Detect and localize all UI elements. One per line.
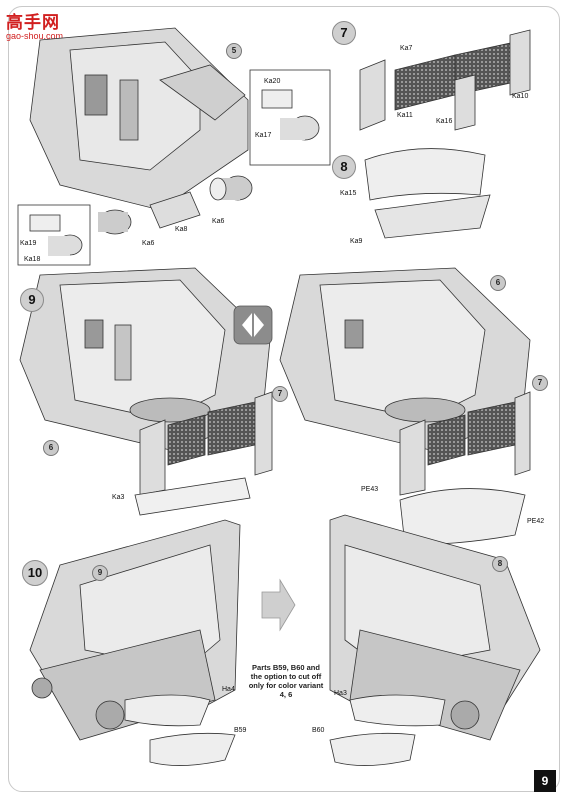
part-label-ka6-right: Ka6 <box>212 218 225 225</box>
page-number: 9 <box>534 770 556 792</box>
tank-step10-left-drawing <box>29 519 241 766</box>
callout-part-6-left: 6 <box>43 440 59 456</box>
part-label-ka17: Ka17 <box>255 132 272 139</box>
part-label-b60: B60 <box>312 727 325 734</box>
step-10-badge: 10 <box>22 560 48 586</box>
watermark-logo: 高手网 gao-shou.com <box>6 8 63 41</box>
callout-part-5: 5 <box>226 43 242 59</box>
tank-step10-right-drawing <box>329 514 541 766</box>
part-label-pe43: PE43 <box>361 486 379 493</box>
color-variant-note: Parts B59, B60 and the option to cut off… <box>248 663 324 699</box>
hull-step9-left-drawing <box>19 267 273 516</box>
arrow-right-icon <box>261 578 296 632</box>
part-label-ha4: Ha4 <box>222 686 235 693</box>
callout-part-9: 9 <box>92 565 108 581</box>
part-label-ka9: Ka9 <box>350 238 363 245</box>
part-label-ka19: Ka19 <box>20 240 37 247</box>
page-frame <box>8 6 560 792</box>
grille-step7-drawing <box>359 29 531 131</box>
watermark-url: gao-shou.com <box>6 31 64 41</box>
callout-part-6-right: 6 <box>490 275 506 291</box>
part-label-ka20: Ka20 <box>264 78 281 85</box>
step-8-badge: 8 <box>332 155 356 179</box>
part-label-ka16: Ka16 <box>436 118 453 125</box>
hull-step9-right-drawing <box>279 267 531 546</box>
part-label-ka7: Ka7 <box>400 45 413 52</box>
hull-step6-drawing <box>29 27 249 211</box>
step-7-badge: 7 <box>332 21 356 45</box>
callout-part-7-left: 7 <box>272 386 288 402</box>
drum-parts-drawing <box>98 175 253 235</box>
part-label-ka3: Ka3 <box>112 494 125 501</box>
watermark-brand: 高手网 <box>6 13 60 33</box>
callout-part-7-right: 7 <box>532 375 548 391</box>
part-label-pe42: PE42 <box>527 518 545 525</box>
part-label-ka6-left: Ka6 <box>142 240 155 247</box>
swap-icon <box>233 305 273 345</box>
part-label-ka11: Ka11 <box>397 112 413 119</box>
part-label-ka10: Ka10 <box>512 93 529 100</box>
ka17-ka20-drawing <box>261 89 320 141</box>
callout-part-8: 8 <box>492 556 508 572</box>
part-label-ka18: Ka18 <box>24 256 41 263</box>
part-label-ka15: Ka15 <box>340 190 357 197</box>
plate-step8-drawing <box>364 148 491 239</box>
part-label-ka8: Ka8 <box>175 226 188 233</box>
part-label-ha3: Ha3 <box>334 690 347 697</box>
step-9-badge: 9 <box>20 288 44 312</box>
part-label-b59: B59 <box>234 727 247 734</box>
ka18-ka19-drawing <box>29 214 83 256</box>
